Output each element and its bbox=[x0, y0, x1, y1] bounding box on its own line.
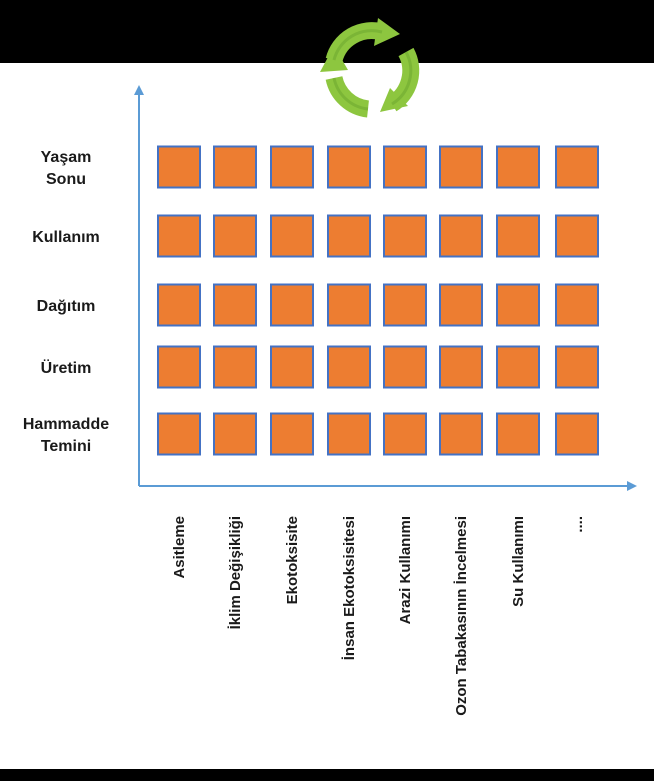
row-label-line: Dağıtım bbox=[37, 298, 96, 315]
matrix-cell-r3-c3 bbox=[327, 345, 371, 389]
column-label-3: İnsan Ekotoksisitesi bbox=[341, 516, 358, 660]
row-label-line: Sonu bbox=[46, 171, 86, 188]
row-label-2: Dağıtım bbox=[37, 298, 96, 315]
matrix-cell-r0-c7 bbox=[555, 145, 599, 189]
column-labels: Asitleme İklim Değişikliği Ekotoksisite İns… bbox=[171, 516, 586, 716]
column-label-7: .... bbox=[569, 516, 586, 533]
matrix-cell-r3-c4 bbox=[383, 345, 427, 389]
row-label-1: Kullanım bbox=[32, 229, 100, 246]
matrix-cell-r0-c6 bbox=[496, 145, 540, 189]
matrix-cell-r1-c6 bbox=[496, 214, 540, 258]
matrix-cell-r0-c3 bbox=[327, 145, 371, 189]
recycle-arrows-icon bbox=[320, 18, 420, 118]
matrix-cell-r2-c5 bbox=[439, 283, 483, 327]
matrix-cell-r4-c6 bbox=[496, 412, 540, 456]
matrix-cell-r4-c5 bbox=[439, 412, 483, 456]
column-label-2: Ekotoksisite bbox=[284, 516, 301, 604]
row-label-line: Hammadde bbox=[23, 416, 109, 433]
column-label-0: Asitleme bbox=[171, 516, 188, 579]
matrix-cell-r0-c5 bbox=[439, 145, 483, 189]
matrix-cell-r4-c4 bbox=[383, 412, 427, 456]
matrix-cell-r0-c0 bbox=[157, 145, 201, 189]
row-label-line: Kullanım bbox=[32, 229, 100, 246]
matrix-cell-r2-c0 bbox=[157, 283, 201, 327]
matrix-cell-r0-c2 bbox=[270, 145, 314, 189]
column-label-4: Arazi Kullanımı bbox=[397, 516, 414, 624]
matrix-cell-r2-c2 bbox=[270, 283, 314, 327]
matrix-cell-r1-c2 bbox=[270, 214, 314, 258]
matrix-cell-r3-c6 bbox=[496, 345, 540, 389]
matrix-cells bbox=[157, 145, 599, 456]
matrix-cell-r0-c4 bbox=[383, 145, 427, 189]
matrix-cell-r4-c7 bbox=[555, 412, 599, 456]
matrix-cell-r1-c5 bbox=[439, 214, 483, 258]
matrix-cell-r2-c3 bbox=[327, 283, 371, 327]
matrix-cell-r4-c2 bbox=[270, 412, 314, 456]
matrix-cell-r0-c1 bbox=[213, 145, 257, 189]
matrix-cell-r1-c7 bbox=[555, 214, 599, 258]
matrix-cell-r2-c1 bbox=[213, 283, 257, 327]
matrix-cell-r2-c7 bbox=[555, 283, 599, 327]
matrix-cell-r1-c3 bbox=[327, 214, 371, 258]
matrix-cell-r4-c0 bbox=[157, 412, 201, 456]
matrix-cell-r3-c0 bbox=[157, 345, 201, 389]
matrix-cell-r3-c7 bbox=[555, 345, 599, 389]
logo-label: LCA bbox=[355, 61, 390, 80]
lca-logo: LCA bbox=[320, 18, 420, 118]
column-label-6: Su Kullanımı bbox=[510, 516, 527, 607]
row-label-line: Yaşam bbox=[41, 149, 92, 166]
matrix-cell-r2-c4 bbox=[383, 283, 427, 327]
matrix-cell-r1-c1 bbox=[213, 214, 257, 258]
matrix-cell-r1-c4 bbox=[383, 214, 427, 258]
matrix-cell-r4-c3 bbox=[327, 412, 371, 456]
matrix-cell-r3-c5 bbox=[439, 345, 483, 389]
column-label-1: İklim Değişikliği bbox=[227, 516, 244, 629]
matrix-cell-r2-c6 bbox=[496, 283, 540, 327]
matrix-cell-r3-c1 bbox=[213, 345, 257, 389]
matrix-cell-r4-c1 bbox=[213, 412, 257, 456]
row-label-line: Temini bbox=[41, 438, 91, 455]
column-label-5: Ozon Tabakasının İncelmesi bbox=[453, 516, 470, 716]
row-label-3: Üretim bbox=[41, 358, 92, 377]
matrix-cell-r1-c0 bbox=[157, 214, 201, 258]
matrix-cell-r3-c2 bbox=[270, 345, 314, 389]
row-label-line: Üretim bbox=[41, 358, 92, 377]
